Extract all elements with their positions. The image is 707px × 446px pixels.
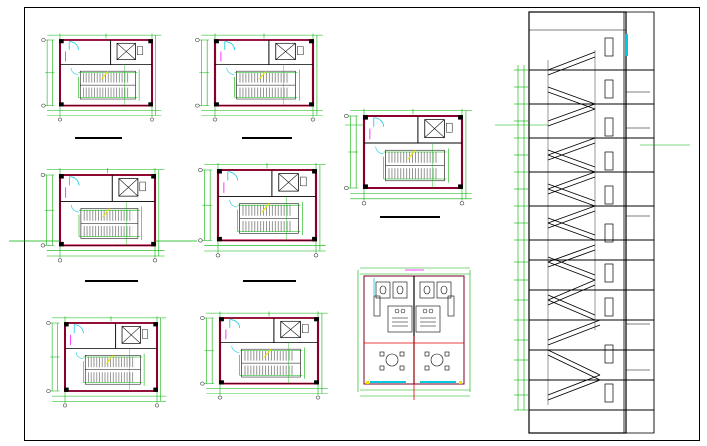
plan-f <box>199 310 329 401</box>
stair-flights <box>547 51 601 401</box>
plan-d <box>197 161 327 259</box>
stair-section <box>495 11 690 434</box>
round-table-icon <box>379 351 450 371</box>
toilet-fixture-icon <box>394 308 434 314</box>
plan-b <box>194 32 324 123</box>
floor-slabs <box>529 69 654 411</box>
section-doors <box>604 37 614 403</box>
plan-e <box>45 315 168 409</box>
roof-glazing <box>625 34 628 56</box>
plan-a <box>40 32 163 123</box>
plan-b-title-bar <box>242 137 292 139</box>
plan-g-title-bar <box>380 216 440 218</box>
restroom-plan <box>357 267 471 400</box>
section-dimensions <box>495 65 690 411</box>
plan-g <box>343 107 473 207</box>
sheet-frame <box>24 7 700 441</box>
plan-c <box>39 166 166 264</box>
plan-c-title-bar <box>85 280 138 282</box>
plan-a-title-bar <box>75 137 122 139</box>
plan-d-title-bar <box>243 280 296 282</box>
